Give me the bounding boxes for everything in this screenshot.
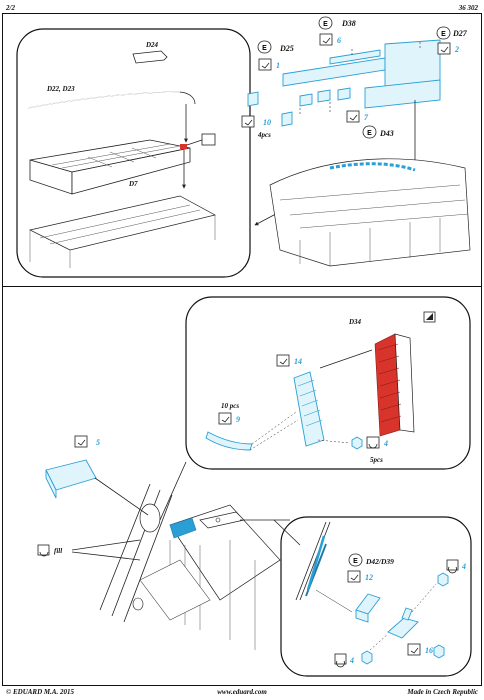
step-7: 7 [364, 113, 369, 122]
label-d24: D24 [145, 41, 159, 49]
lower-right-inset: E D42/D39 12 4 16 4 [280, 516, 472, 677]
pe-part-4-nut [351, 436, 363, 450]
step-4-bottom: 4 [349, 656, 354, 665]
step-9: 9 [236, 415, 240, 424]
step-10: 10 [263, 118, 271, 127]
hull-fragment [28, 195, 216, 268]
label-d42-d39: D42/D39 [365, 557, 394, 566]
bend-icon-12 [347, 570, 361, 583]
bend-icon-5 [74, 435, 88, 448]
svg-text:E: E [441, 31, 446, 38]
label-d7: D7 [128, 180, 138, 188]
page-number: 2/2 [5, 4, 15, 12]
bend-icon-7 [346, 110, 360, 123]
country-of-origin: Made in Czech Republic [406, 688, 478, 696]
d38-ref-icon [318, 16, 333, 30]
fill-icon [37, 544, 50, 556]
bend-icon-2 [437, 42, 451, 55]
step-4-right: 4 [461, 562, 466, 571]
label-d34: D34 [348, 318, 362, 326]
pe-part-14 [293, 371, 325, 447]
pe-part-4-bottom [361, 650, 373, 665]
upper-right-inset: D34 14 10 pcs 9 4 5pcs [185, 296, 471, 470]
step-2: 2 [454, 45, 459, 54]
website: www.eduard.com [217, 688, 267, 696]
step-1: 1 [276, 61, 280, 70]
bend-icon-4-right [446, 559, 459, 571]
d43-ref-icon [362, 125, 377, 139]
step-4: 4 [383, 439, 388, 448]
pe-part-4-16 [433, 644, 445, 659]
label-d25: D25 [279, 44, 294, 53]
copyright: © EDUARD M.A. 2015 [6, 688, 75, 696]
page-border [2, 13, 482, 686]
step-16: 16 [425, 646, 433, 655]
qty-5pcs: 5pcs [370, 456, 383, 464]
installed-pe-strip [329, 162, 416, 172]
glue-icon [201, 133, 216, 146]
bend-icon-9 [218, 412, 232, 425]
qty-4pcs: 4pcs [257, 131, 271, 139]
kit-number: 36 302 [458, 4, 479, 12]
d27-ref-icon [436, 26, 451, 40]
svg-text:E: E [353, 558, 358, 565]
qty-10pcs: 10 pcs [221, 402, 239, 410]
rail-d24 [132, 50, 168, 64]
d25-ref-icon [257, 40, 272, 54]
fill-label: fill [54, 547, 62, 555]
deck-d7 [29, 139, 191, 195]
bend-icon-14 [276, 354, 290, 367]
svg-text:E: E [262, 45, 267, 52]
label-d38: D38 [341, 19, 356, 28]
top-right-hull [269, 158, 471, 267]
pe-part-4-right [437, 572, 449, 587]
bend-icon-16 [407, 643, 421, 656]
red-mark [180, 144, 187, 149]
part-5-group: 5 [45, 435, 100, 499]
label-d43: D43 [379, 129, 394, 138]
bend-icon-4 [366, 436, 380, 449]
label-d27: D27 [452, 29, 468, 38]
bend-icon-10 [241, 115, 255, 128]
pe-part-16 [387, 617, 419, 639]
bend-icon-6 [319, 33, 333, 46]
step-6: 6 [337, 36, 341, 45]
top-left-inset: D24 D22, D23 D7 [16, 28, 251, 278]
step-14: 14 [294, 357, 302, 366]
svg-text:E: E [367, 130, 372, 137]
installed-pe-5 [169, 517, 197, 539]
bend-icon-4-bottom [334, 653, 347, 665]
label-d22-d23: D22, D23 [46, 85, 75, 93]
d42-d39-ref-icon [348, 553, 363, 567]
bend-icon-1 [258, 58, 272, 71]
svg-text:E: E [323, 21, 328, 28]
top-right-assembly: E D38 6 E D25 1 E D27 2 7 E D43 10 4pcs [241, 16, 468, 226]
step-5: 5 [96, 438, 100, 447]
hull-structure-bottom [94, 461, 290, 650]
step-12: 12 [365, 573, 373, 582]
